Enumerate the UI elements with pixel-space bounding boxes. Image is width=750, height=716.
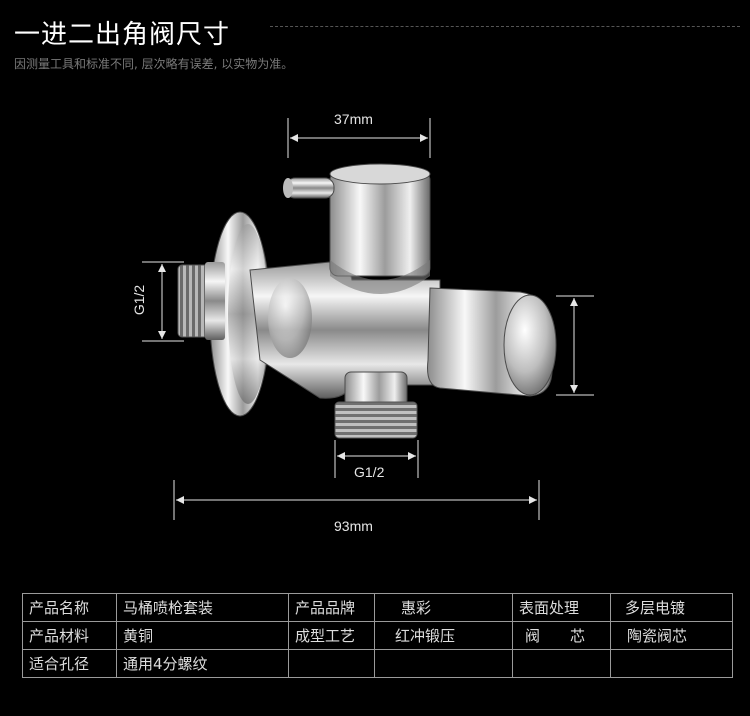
table-row: 产品材料 黄铜 成型工艺 红冲锻压 阀 芯 陶瓷阀芯 <box>22 621 733 650</box>
spec-table: 产品名称 马桶喷枪套装 产品品牌 惠彩 表面处理 多层电镀 产品材料 黄铜 成型… <box>22 593 733 678</box>
dimension-bottom-thread: G1/2 <box>354 464 385 480</box>
spec-label-surface: 表面处理 <box>512 593 611 622</box>
dimension-arrows <box>158 134 578 504</box>
spec-value-process: 红冲锻压 <box>374 621 513 650</box>
holder-cap <box>503 294 557 396</box>
handle-lever <box>285 177 335 199</box>
spec-empty-cell <box>374 649 513 678</box>
angle-valve-illustration <box>142 118 594 520</box>
title-divider <box>270 26 740 28</box>
spec-empty-cell <box>610 649 733 678</box>
page-title: 一进二出角阀尺寸 <box>14 20 231 50</box>
spec-value-valve-core: 陶瓷阀芯 <box>610 621 733 650</box>
valve-handle <box>329 171 431 277</box>
dimension-top-width: 37mm <box>334 111 373 127</box>
spec-label-material: 产品材料 <box>22 621 117 650</box>
table-row: 适合孔径 通用4分螺纹 <box>22 649 733 678</box>
dimension-total-length: 93mm <box>334 518 373 534</box>
spec-label-hole-size: 适合孔径 <box>22 649 117 678</box>
spec-label-brand: 产品品牌 <box>288 593 375 622</box>
spec-value-surface: 多层电镀 <box>610 593 733 622</box>
spec-empty-cell <box>512 649 611 678</box>
outlet-thread <box>334 401 418 439</box>
table-row: 产品名称 马桶喷枪套装 产品品牌 惠彩 表面处理 多层电镀 <box>22 593 733 622</box>
page-subtitle: 因测量工具和标准不同, 层次略有误差, 以实物为准。 <box>14 57 294 71</box>
spec-label-process: 成型工艺 <box>288 621 375 650</box>
dimension-lines <box>142 118 594 520</box>
spec-value-hole-size: 通用4分螺纹 <box>116 649 289 678</box>
spec-value-material: 黄铜 <box>116 621 289 650</box>
spec-value-product-name: 马桶喷枪套装 <box>116 593 289 622</box>
dimension-left-thread: G1/2 <box>131 284 148 316</box>
spec-label-product-name: 产品名称 <box>22 593 117 622</box>
spec-label-valve-core: 阀 芯 <box>512 621 611 650</box>
spec-value-brand: 惠彩 <box>374 593 513 622</box>
spec-empty-cell <box>288 649 375 678</box>
